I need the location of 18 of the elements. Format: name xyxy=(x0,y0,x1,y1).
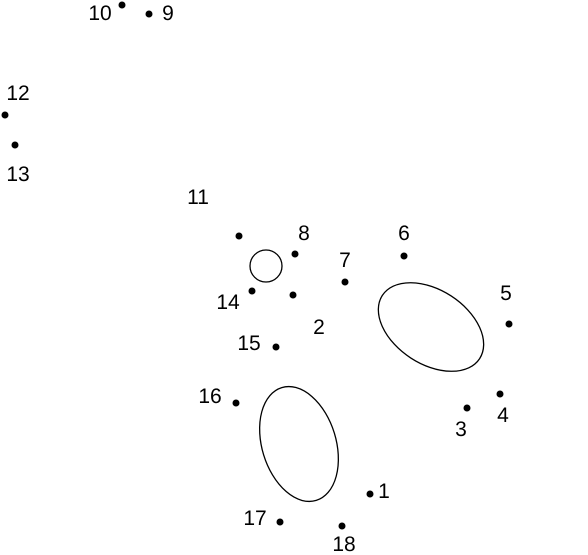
dot-number: 17 xyxy=(243,508,267,530)
dot-number: 14 xyxy=(216,292,240,314)
dot-number: 1 xyxy=(378,481,390,503)
dot-number: 16 xyxy=(198,386,222,408)
dot-number: 9 xyxy=(162,3,174,25)
dot-number: 18 xyxy=(332,534,356,555)
dot-number: 2 xyxy=(313,317,325,339)
dot-number: 12 xyxy=(6,83,30,105)
dot-number: 11 xyxy=(187,187,209,209)
dot-number: 15 xyxy=(237,333,261,355)
dot-number: 8 xyxy=(298,223,310,245)
dot-number: 13 xyxy=(6,164,30,186)
dot-number: 10 xyxy=(88,3,112,25)
dot-number: 3 xyxy=(455,419,467,441)
dot-number: 7 xyxy=(339,250,351,272)
dot-number: 5 xyxy=(500,283,512,305)
dot-number: 4 xyxy=(497,405,509,427)
dot-number: 6 xyxy=(398,223,410,245)
